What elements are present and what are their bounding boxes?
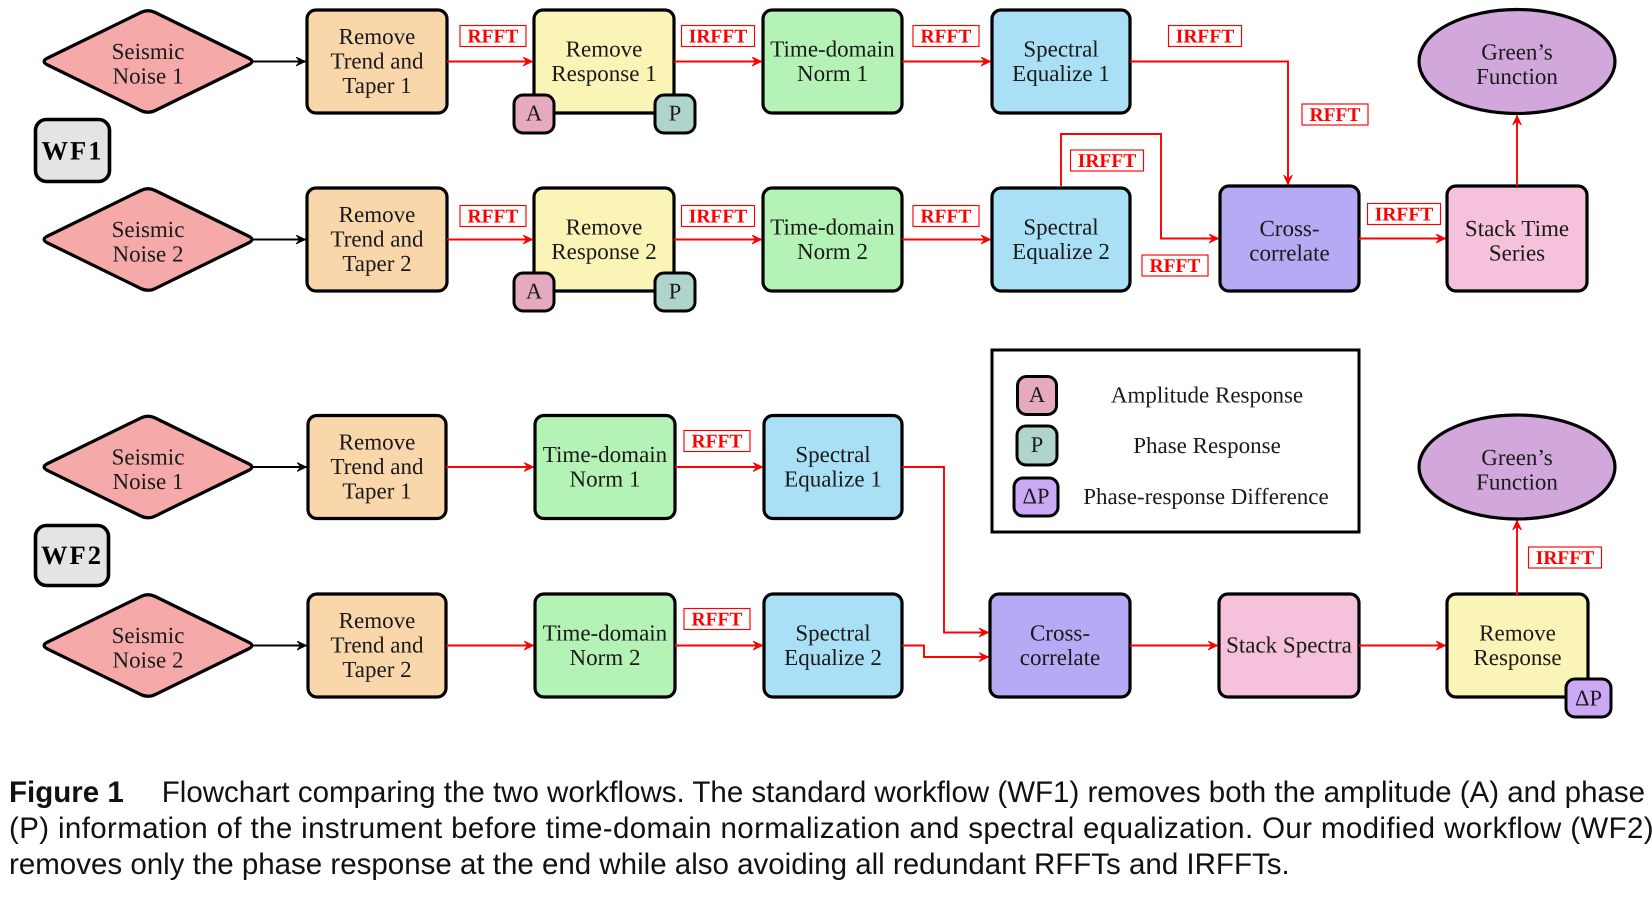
- svg-text:RFFT: RFFT: [468, 27, 519, 48]
- svg-text:Time-domain: Time-domain: [543, 442, 668, 467]
- svg-text:A: A: [526, 279, 543, 304]
- svg-text:Cross-: Cross-: [1030, 620, 1090, 645]
- svg-text:Remove: Remove: [339, 202, 416, 227]
- svg-text:Time-domain: Time-domain: [770, 36, 895, 61]
- svg-text:Taper 1: Taper 1: [342, 73, 411, 98]
- svg-text:Noise 1: Noise 1: [113, 469, 184, 494]
- svg-text:Series: Series: [1489, 240, 1545, 265]
- svg-text:Phase-response Difference: Phase-response Difference: [1083, 484, 1328, 509]
- svg-text:Taper 1: Taper 1: [342, 479, 411, 504]
- svg-text:Stack Time: Stack Time: [1465, 216, 1569, 241]
- svg-text:Remove: Remove: [339, 24, 416, 49]
- svg-text:IRFFT: IRFFT: [1078, 151, 1137, 172]
- svg-text:Trend and: Trend and: [330, 49, 424, 74]
- svg-text:Trend and: Trend and: [330, 633, 424, 658]
- svg-text:Noise 2: Noise 2: [113, 241, 184, 266]
- svg-text:Amplitude Response: Amplitude Response: [1111, 383, 1303, 408]
- svg-text:Function: Function: [1476, 469, 1558, 494]
- svg-text:Remove: Remove: [566, 36, 643, 61]
- svg-text:IRFFT: IRFFT: [1176, 27, 1235, 48]
- svg-text:Response 1: Response 1: [551, 61, 656, 86]
- svg-text:Time-domain: Time-domain: [770, 214, 895, 239]
- svg-text:Remove: Remove: [566, 214, 643, 239]
- svg-text:Norm 2: Norm 2: [797, 239, 868, 264]
- svg-text:Cross-: Cross-: [1259, 216, 1319, 241]
- svg-text:P: P: [669, 279, 682, 304]
- svg-text:Seismic: Seismic: [112, 217, 185, 242]
- svg-text:ΔP: ΔP: [1023, 484, 1050, 509]
- svg-text:Taper 2: Taper 2: [342, 251, 411, 276]
- svg-text:Response 2: Response 2: [551, 239, 656, 264]
- svg-text:Stack Spectra: Stack Spectra: [1226, 633, 1352, 658]
- svg-text:Remove: Remove: [339, 608, 416, 633]
- svg-text:IRFFT: IRFFT: [689, 207, 748, 228]
- svg-text:Remove: Remove: [1479, 620, 1556, 645]
- svg-text:IRFFT: IRFFT: [1375, 205, 1434, 226]
- svg-text:RFFT: RFFT: [1310, 105, 1361, 126]
- svg-text:Spectral: Spectral: [795, 442, 870, 467]
- svg-text:Equalize 1: Equalize 1: [1012, 61, 1110, 86]
- svg-text:Spectral: Spectral: [795, 620, 870, 645]
- svg-text:Seismic: Seismic: [112, 623, 185, 648]
- svg-text:Spectral: Spectral: [1023, 214, 1098, 239]
- svg-text:ΔP: ΔP: [1575, 686, 1602, 711]
- svg-text:Norm 1: Norm 1: [570, 466, 641, 491]
- svg-text:P: P: [669, 101, 682, 126]
- svg-text:RFFT: RFFT: [1150, 256, 1201, 277]
- svg-text:P: P: [1031, 432, 1044, 457]
- svg-text:RFFT: RFFT: [468, 207, 519, 228]
- svg-text:WF2: WF2: [41, 540, 103, 570]
- svg-text:correlate: correlate: [1020, 645, 1100, 670]
- svg-text:Seismic: Seismic: [112, 444, 185, 469]
- svg-text:IRFFT: IRFFT: [1536, 548, 1595, 569]
- svg-text:WF1: WF1: [42, 136, 104, 166]
- svg-text:Green’s: Green’s: [1481, 445, 1553, 470]
- svg-text:Taper 2: Taper 2: [342, 657, 411, 682]
- svg-text:Noise 2: Noise 2: [113, 647, 184, 672]
- svg-text:Remove: Remove: [339, 430, 416, 455]
- svg-text:IRFFT: IRFFT: [689, 27, 748, 48]
- svg-text:A: A: [1029, 382, 1046, 407]
- svg-text:Function: Function: [1476, 64, 1558, 89]
- svg-text:Time-domain: Time-domain: [543, 620, 668, 645]
- svg-text:Seismic: Seismic: [112, 39, 185, 64]
- svg-text:RFFT: RFFT: [921, 207, 972, 228]
- svg-text:Equalize 2: Equalize 2: [784, 645, 882, 670]
- svg-text:Trend and: Trend and: [330, 227, 424, 252]
- svg-text:Spectral: Spectral: [1023, 36, 1098, 61]
- svg-text:Norm 1: Norm 1: [797, 61, 868, 86]
- svg-text:Green’s: Green’s: [1481, 39, 1553, 64]
- svg-text:Equalize 1: Equalize 1: [784, 466, 882, 491]
- svg-text:RFFT: RFFT: [921, 27, 972, 48]
- svg-text:Trend and: Trend and: [330, 454, 424, 479]
- svg-text:A: A: [526, 101, 543, 126]
- svg-text:Norm 2: Norm 2: [570, 645, 641, 670]
- svg-text:Equalize 2: Equalize 2: [1012, 239, 1110, 264]
- svg-text:Noise 1: Noise 1: [113, 63, 184, 88]
- svg-text:Phase Response: Phase Response: [1133, 433, 1281, 458]
- svg-text:correlate: correlate: [1249, 240, 1329, 265]
- svg-text:RFFT: RFFT: [692, 610, 743, 631]
- svg-text:RFFT: RFFT: [692, 432, 743, 453]
- svg-text:Response: Response: [1473, 645, 1561, 670]
